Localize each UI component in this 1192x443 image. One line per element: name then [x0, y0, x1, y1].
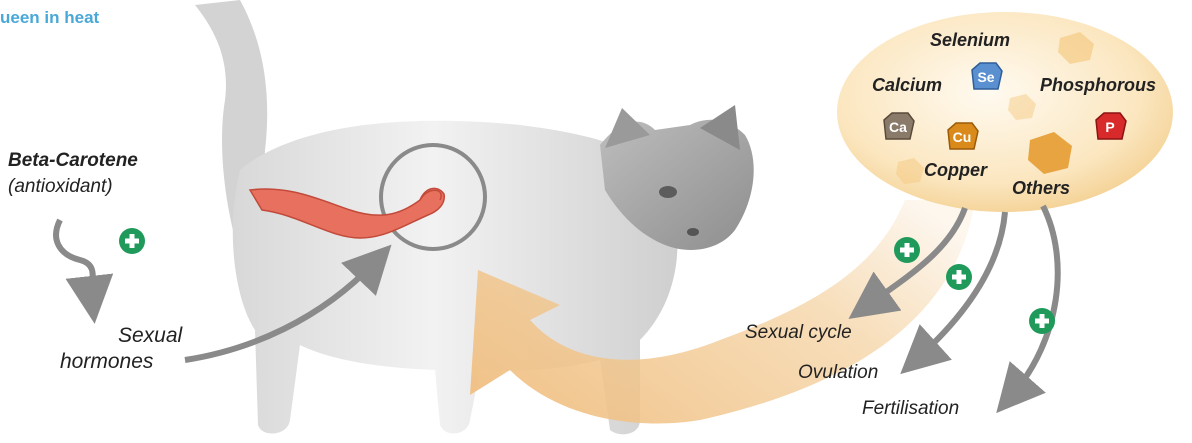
- arrow-to-fertilisation: [1012, 206, 1058, 395]
- sexual-cycle-label: Sexual cycle: [745, 322, 852, 344]
- cat-eye: [659, 186, 677, 198]
- sexual-hormones-line2: hormones: [60, 350, 153, 374]
- ovulation-label: Ovulation: [798, 362, 878, 384]
- sexual-hormones-line1: Sexual: [118, 324, 182, 348]
- plus-icon: [119, 228, 145, 254]
- phosphorous-gem-icon: P: [1092, 112, 1128, 142]
- beta-to-hormones-arrow: [56, 220, 93, 300]
- plus-icon: [946, 264, 972, 290]
- selenium-label: Selenium: [930, 30, 1010, 51]
- copper-label: Copper: [924, 160, 987, 181]
- selenium-symbol: Se: [968, 62, 1004, 92]
- beta-carotene-label: Beta-Carotene: [8, 150, 138, 172]
- fertilisation-label: Fertilisation: [862, 398, 959, 420]
- copper-gem-icon: Cu: [944, 122, 980, 152]
- page-title: ueen in heat: [0, 8, 99, 28]
- phosphorous-label: Phosphorous: [1040, 75, 1156, 96]
- copper-symbol: Cu: [944, 122, 980, 152]
- phosphorous-symbol: P: [1092, 112, 1128, 142]
- antioxidant-note: (antioxidant): [8, 176, 113, 198]
- calcium-label: Calcium: [872, 75, 942, 96]
- cat-nose: [687, 228, 699, 236]
- calcium-gem-icon: Ca: [880, 112, 916, 142]
- others-label: Others: [1012, 178, 1070, 199]
- calcium-symbol: Ca: [880, 112, 916, 142]
- plus-icon: [894, 237, 920, 263]
- selenium-gem-icon: Se: [968, 62, 1004, 92]
- plus-icon: [1029, 308, 1055, 334]
